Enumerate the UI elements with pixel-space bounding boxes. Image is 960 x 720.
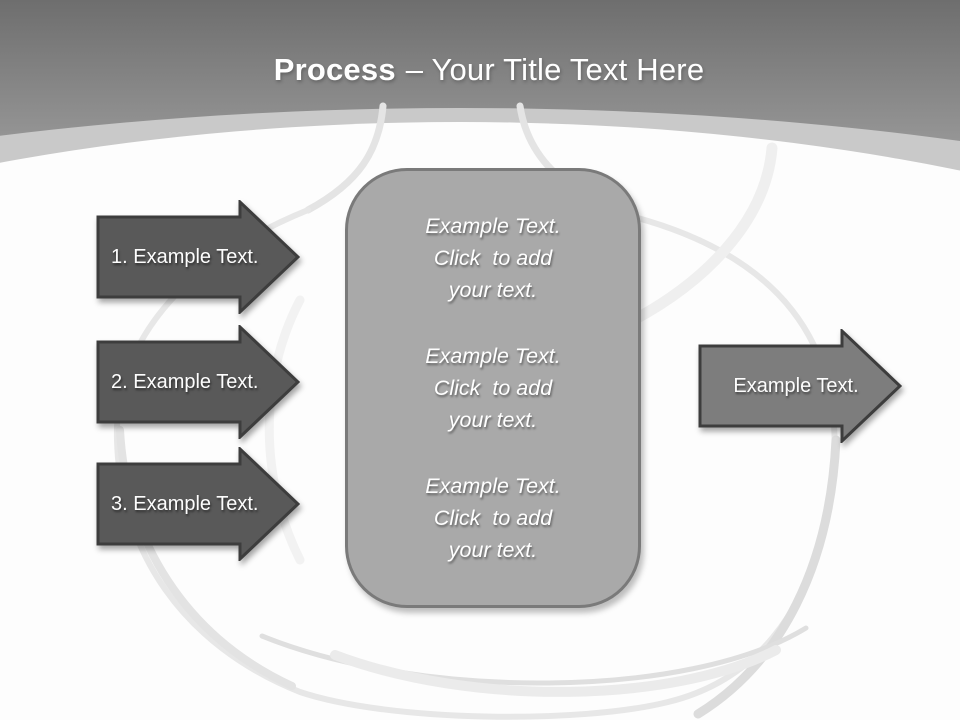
output-arrow-label: Example Text.: [733, 374, 859, 397]
placeholder-paragraph[interactable]: Example Text. Click to add your text.: [425, 474, 561, 562]
right-arrow-icon: [96, 200, 300, 314]
output-arrow[interactable]: Example Text.: [698, 329, 902, 443]
step-arrow-3[interactable]: 3. Example Text.: [96, 447, 300, 561]
placeholder-paragraph[interactable]: Example Text. Click to add your text.: [425, 214, 561, 302]
step-arrow-2[interactable]: 2. Example Text.: [96, 325, 300, 439]
placeholder-paragraph[interactable]: Example Text. Click to add your text.: [425, 344, 561, 432]
step-arrow-label: 3. Example Text.: [111, 492, 259, 515]
step-arrow-label: 2. Example Text.: [111, 370, 259, 393]
right-arrow-icon: [698, 329, 902, 443]
right-arrow-icon: [96, 447, 300, 561]
right-arrow-icon: [96, 325, 300, 439]
title-rest: – Your Title Text Here: [405, 52, 705, 87]
step-arrow-label: 1. Example Text.: [111, 245, 259, 268]
step-arrow-1[interactable]: 1. Example Text.: [96, 200, 300, 314]
title-emphasis: Process: [273, 52, 396, 87]
placeholder-box[interactable]: Example Text. Click to add your text. Ex…: [345, 168, 641, 608]
slide-title: Process – Your Title Text Here: [0, 52, 960, 88]
